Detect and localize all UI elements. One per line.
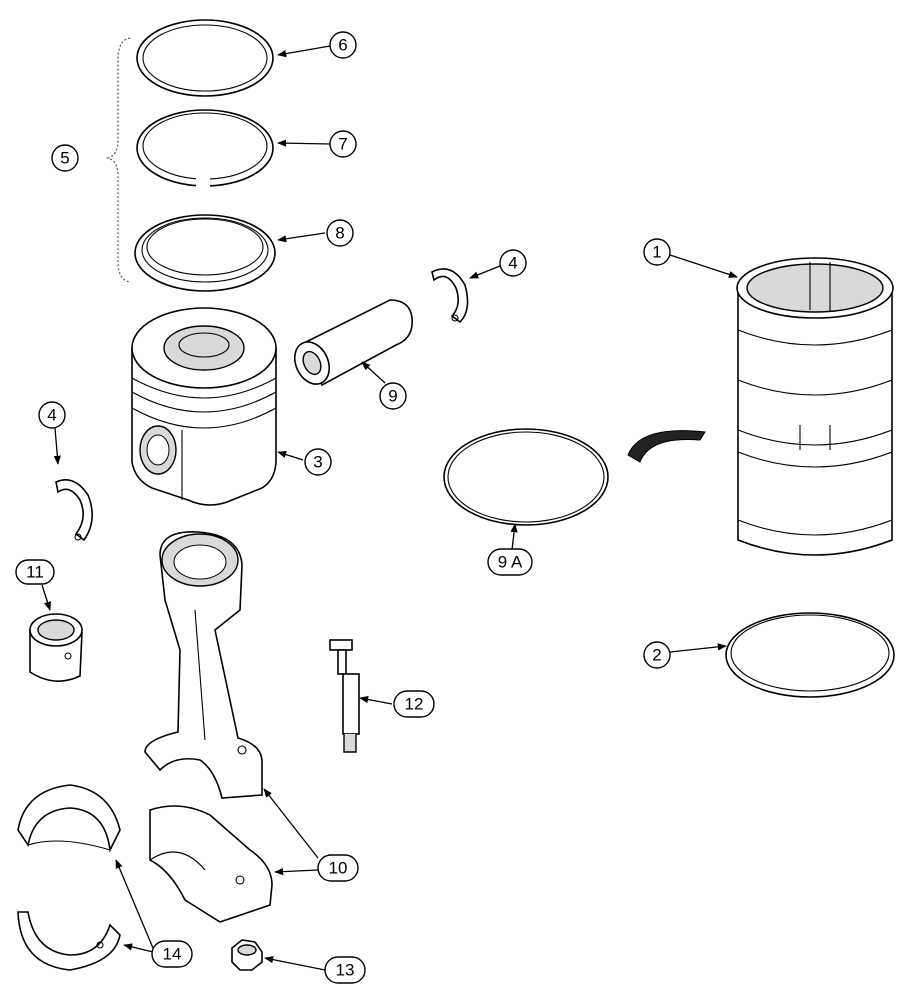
svg-text:3: 3 bbox=[313, 453, 322, 472]
rod-bolt bbox=[329, 639, 360, 753]
svg-text:6: 6 bbox=[338, 36, 347, 55]
pin-bushing bbox=[29, 613, 83, 682]
callout-8: 8 bbox=[326, 219, 354, 247]
snap-ring-right bbox=[431, 268, 469, 324]
oil-control-ring bbox=[134, 214, 276, 292]
piston-ring-middle bbox=[136, 109, 274, 192]
connecting-rod bbox=[144, 531, 263, 799]
svg-text:10: 10 bbox=[329, 859, 348, 878]
bearing-lower bbox=[17, 911, 121, 971]
svg-text:9 A: 9 A bbox=[498, 553, 523, 572]
svg-text:14: 14 bbox=[163, 945, 182, 964]
o-ring-9a bbox=[443, 428, 609, 526]
callout-4-left: 4 bbox=[38, 401, 66, 429]
svg-text:4: 4 bbox=[47, 406, 56, 425]
svg-text:2: 2 bbox=[652, 646, 661, 665]
cylinder-liner bbox=[736, 257, 894, 556]
svg-text:4: 4 bbox=[508, 254, 517, 273]
svg-text:7: 7 bbox=[338, 135, 347, 154]
callout-4-right: 4 bbox=[499, 249, 527, 277]
svg-text:5: 5 bbox=[60, 149, 69, 168]
svg-text:9: 9 bbox=[388, 387, 397, 406]
callout-14: 14 bbox=[151, 940, 193, 968]
piston-pin bbox=[293, 299, 413, 387]
bearing-upper bbox=[17, 784, 121, 853]
svg-text:8: 8 bbox=[335, 224, 344, 243]
leader-lines bbox=[41, 45, 738, 971]
callout-9: 9 bbox=[379, 382, 407, 410]
svg-text:13: 13 bbox=[336, 961, 355, 980]
callout-11: 11 bbox=[15, 559, 55, 585]
piston-ring-top bbox=[136, 19, 274, 97]
callout-12: 12 bbox=[393, 690, 435, 718]
svg-text:11: 11 bbox=[26, 563, 44, 582]
piston bbox=[131, 307, 277, 506]
callout-10-rod: 10 bbox=[317, 854, 359, 882]
callout-2: 2 bbox=[643, 641, 671, 669]
callout-7: 7 bbox=[329, 130, 357, 158]
callout-13: 13 bbox=[324, 956, 366, 984]
install-direction-arrow bbox=[627, 430, 706, 463]
svg-text:12: 12 bbox=[405, 695, 424, 714]
ring-set-bracket bbox=[105, 37, 131, 283]
callout-9a: 9 A bbox=[487, 548, 533, 576]
seal-ring-2 bbox=[725, 612, 895, 698]
callout-3: 3 bbox=[304, 448, 332, 476]
snap-ring-left bbox=[55, 479, 93, 542]
callout-5: 5 bbox=[51, 144, 79, 172]
rod-nut bbox=[231, 939, 263, 971]
callout-1: 1 bbox=[643, 238, 671, 266]
callout-6: 6 bbox=[329, 31, 357, 59]
rod-cap bbox=[149, 805, 273, 923]
svg-text:1: 1 bbox=[652, 243, 661, 262]
